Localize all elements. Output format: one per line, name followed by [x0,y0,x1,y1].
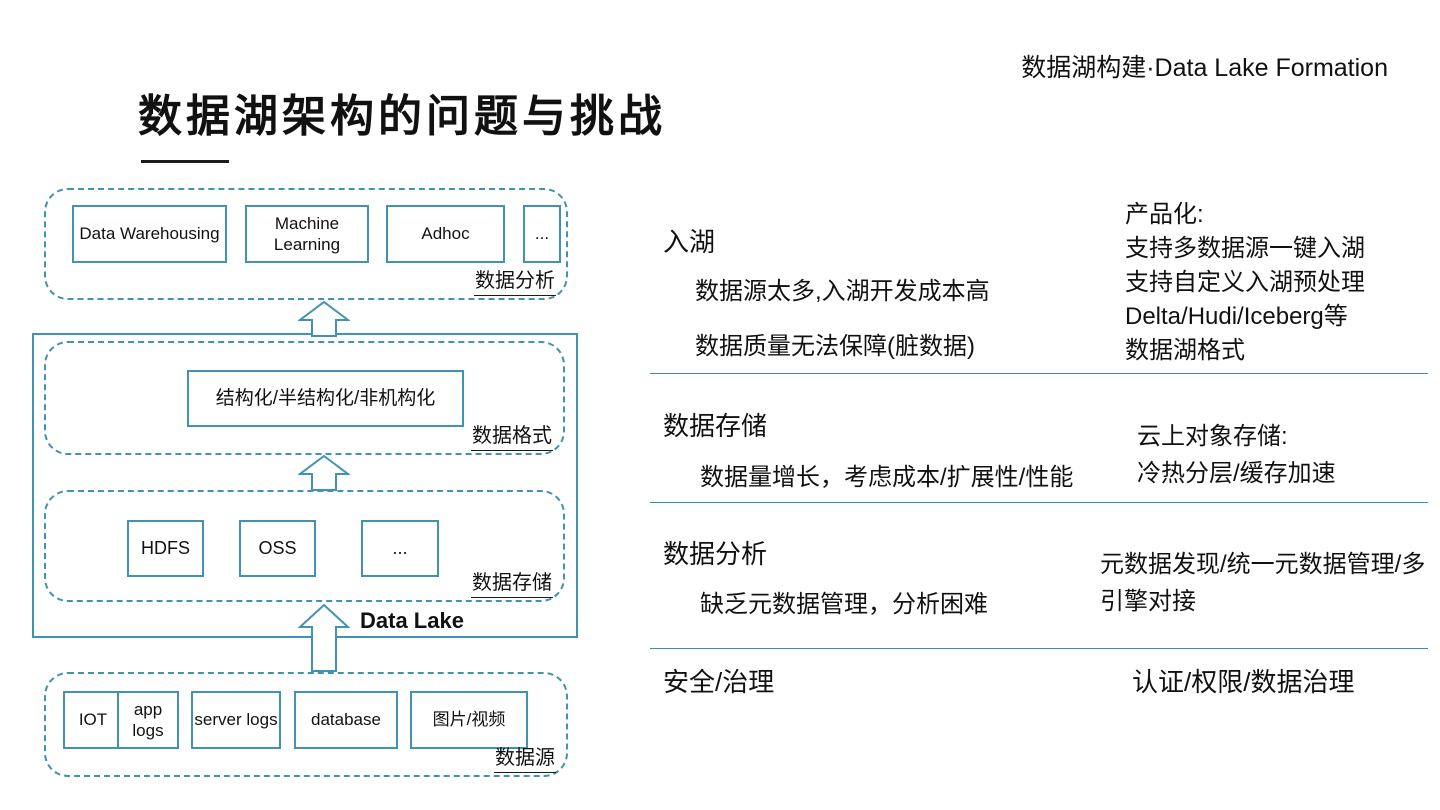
node-machine-learning: Machine Learning [245,205,369,263]
solution-line: 数据湖格式 [1125,337,1245,364]
row-heading-security: 安全/治理 [663,667,775,697]
label-data-storage: 数据存储 [471,566,553,598]
label-data-format: 数据格式 [471,419,553,451]
node-structured-formats: 结构化/半结构化/非机构化 [187,370,464,427]
row-solutions-analysis: 元数据发现/统一元数据管理/多引擎对接 [1100,551,1426,615]
node-server-logs: server logs [191,691,281,749]
node-image-video: 图片/视频 [410,691,528,749]
row-solutions-ingestion: 产品化: 支持多数据源一键入湖 支持自定义入湖预处理 Delta/Hudi/Ic… [1125,198,1365,368]
row-solutions-storage: 云上对象存储: 冷热分层/缓存加速 [1137,418,1336,492]
row-problem: 数据质量无法保障(脏数据) [695,333,975,360]
data-lake-label: Data Lake [360,608,464,633]
node-storage-more: ... [361,520,439,577]
solution-line: 产品化: [1125,201,1204,228]
row-divider [650,648,1428,649]
node-analysis-more: ... [523,205,561,263]
layer-data-storage: HDFS OSS ... 数据存储 [44,490,565,602]
row-problem: 缺乏元数据管理，分析困难 [700,591,988,618]
row-divider [650,373,1428,374]
label-data-analysis: 数据分析 [474,264,556,296]
solution-line: 支持多数据源一键入湖 [1125,235,1365,262]
node-app-logs: app logs [117,691,179,749]
row-problem: 数据量增长，考虑成本/扩展性/性能 [700,464,1074,491]
up-arrow-icon [298,301,350,337]
up-arrow-icon [298,604,350,672]
solution-line: 支持自定义入湖预处理 [1125,269,1365,296]
up-arrow-icon [298,455,350,491]
solution-line: 冷热分层/缓存加速 [1137,460,1336,487]
deck-title: 数据湖构建·Data Lake Formation [1021,54,1388,82]
solution-line: 云上对象存储: [1137,423,1288,450]
node-iot: IOT [63,691,123,749]
row-solutions-security: 认证/权限/数据治理 [1132,667,1355,697]
data-lake-boundary [32,333,578,638]
label-data-sources: 数据源 [494,741,556,773]
row-problem: 数据源太多,入湖开发成本高 [695,278,990,305]
row-divider [650,502,1428,503]
node-hdfs: HDFS [127,520,204,577]
row-heading-storage: 数据存储 [663,411,768,441]
row-heading-analysis: 数据分析 [663,539,768,569]
layer-data-sources: IOT app logs server logs database 图片/视频 … [44,672,568,777]
node-oss: OSS [239,520,316,577]
node-data-warehousing: Data Warehousing [72,205,227,263]
row-heading-ingestion: 入湖 [663,227,716,257]
layer-data-analysis: Data Warehousing Machine Learning Adhoc … [44,188,568,300]
node-database: database [294,691,398,749]
page-title: 数据湖架构的问题与挑战 [138,92,666,141]
title-underline [141,160,229,163]
node-adhoc: Adhoc [386,205,505,263]
solution-line: Delta/Hudi/Iceberg等 [1125,303,1348,330]
layer-data-format: 结构化/半结构化/非机构化 数据格式 [44,341,565,455]
